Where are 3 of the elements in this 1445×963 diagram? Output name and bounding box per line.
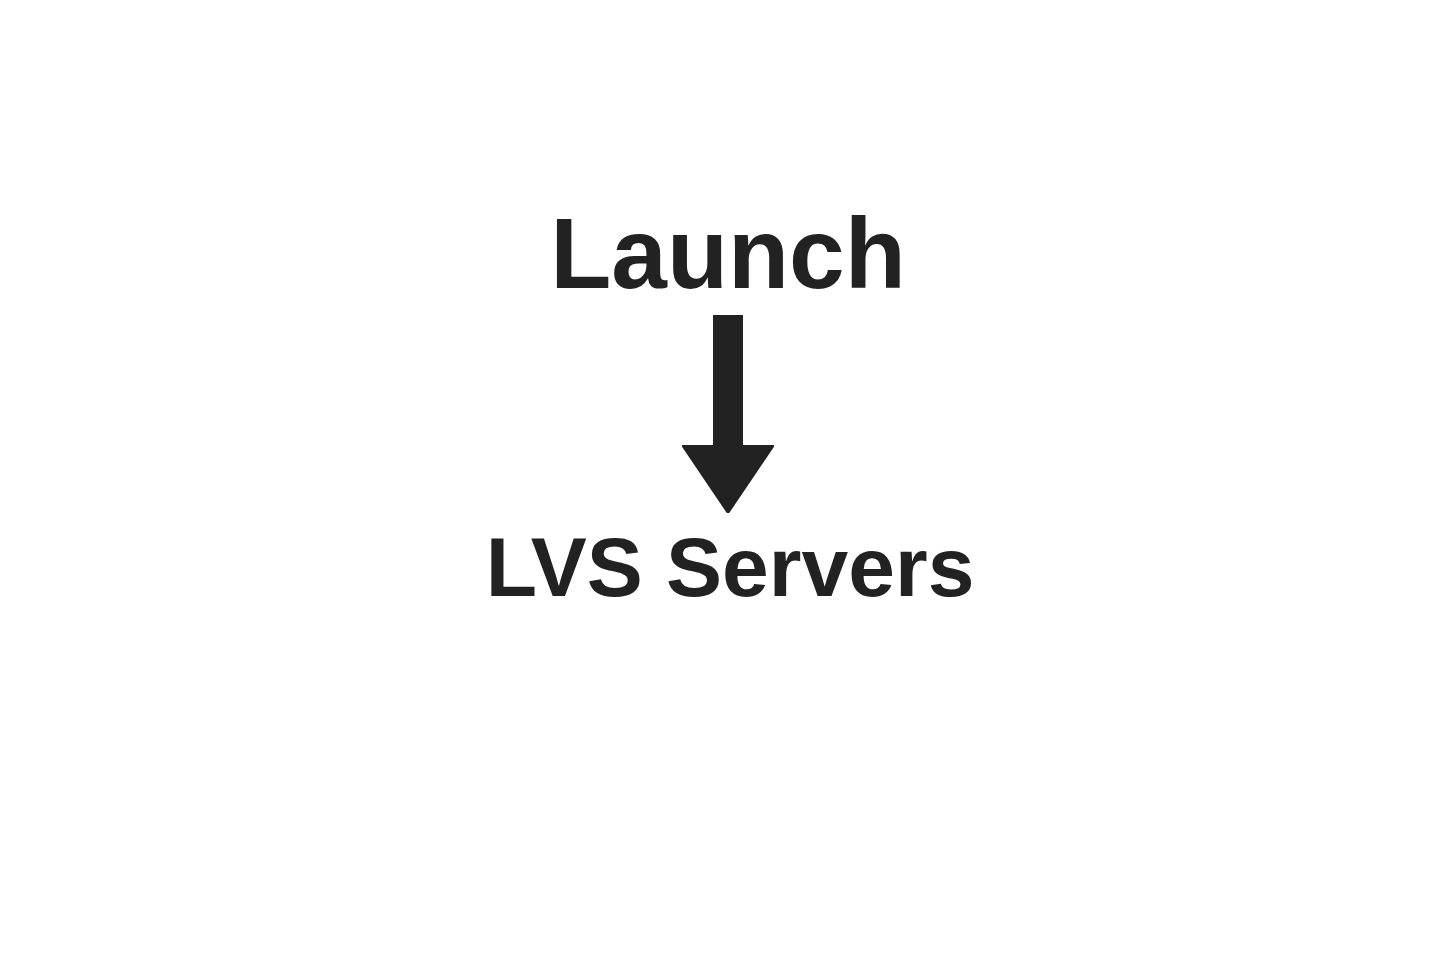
arrow <box>681 315 775 514</box>
node-label: Launch <box>550 203 906 303</box>
node-label: LVS Servers <box>485 525 975 609</box>
